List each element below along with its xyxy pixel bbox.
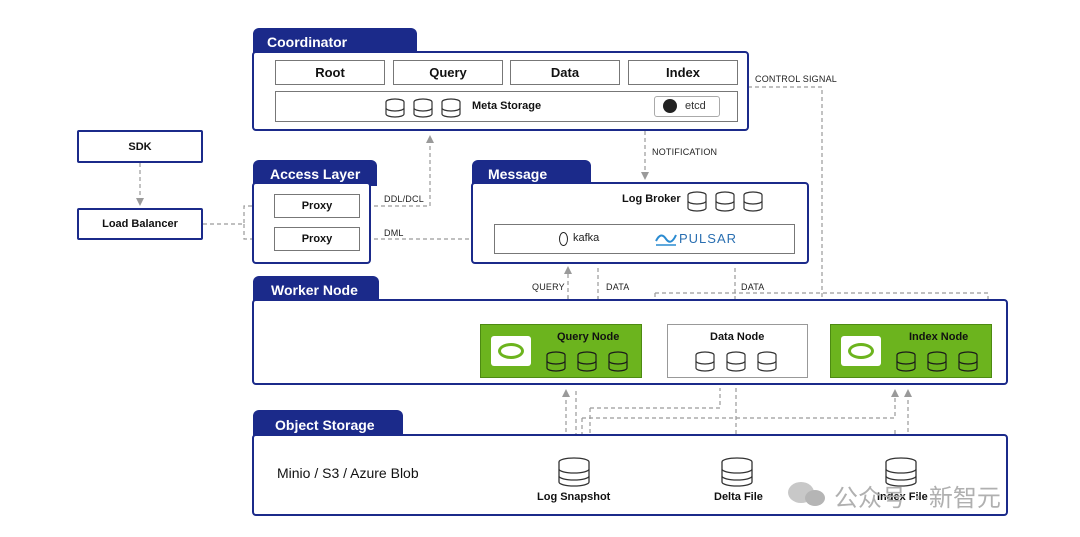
pulsar-label: PULSAR [679,231,738,246]
etcd-icon [663,99,677,113]
database-icon [385,98,461,118]
nvidia-eye-icon [848,343,874,359]
sdk-label: SDK [128,140,152,153]
index-node-label: Index Node [909,331,969,343]
database-icon [885,457,917,487]
database-icon [687,191,763,212]
sdk-box[interactable]: SDK [77,130,203,163]
meta-storage[interactable]: Meta Storage etcd [275,91,738,122]
data-node-label: Data Node [710,331,765,343]
ddl-dcl-label: DDL/DCL [384,194,424,204]
database-icon [546,351,628,372]
delta-file-label: Delta File [714,491,763,503]
database-icon [695,351,777,372]
message-queue-options[interactable]: kafka PULSAR [494,224,795,254]
control-signal-label: CONTROL SIGNAL [755,74,837,84]
kafka-icon [559,232,568,246]
proxy-2[interactable]: Proxy [274,227,360,251]
index-file-label: Index File [877,491,928,503]
proxy-1[interactable]: Proxy [274,194,360,218]
nvidia-eye-icon [498,343,524,359]
meta-storage-label: Meta Storage [472,100,542,112]
index-node[interactable]: Index Node [830,324,992,378]
load-balancer-label: Load Balancer [102,218,178,230]
database-icon [721,457,753,487]
query-node[interactable]: Query Node [480,324,642,378]
data-coordinator[interactable]: Data [510,60,620,85]
message-title: Message [472,160,591,186]
object-storage-panel [252,434,1008,516]
access-layer-title: Access Layer [253,160,377,186]
etcd-label: etcd [685,100,706,112]
database-icon [558,457,590,487]
pulsar-icon [655,234,677,246]
index-coordinator[interactable]: Index [628,60,738,85]
data-label-right: DATA [741,282,765,292]
log-broker-label: Log Broker [622,193,681,205]
dml-label: DML [384,228,404,238]
worker-node-title: Worker Node [253,276,379,302]
wechat-icon-small [805,490,825,506]
data-node[interactable]: Data Node [667,324,808,378]
object-storage-title: Object Storage [253,410,403,438]
load-balancer-box[interactable]: Load Balancer [77,208,203,240]
kafka-label: kafka [573,232,600,244]
query-label: QUERY [532,282,565,292]
notification-label: NOTIFICATION [652,147,718,157]
storage-backends-label: Minio / S3 / Azure Blob [277,465,419,481]
database-icon [896,351,978,372]
root-coordinator[interactable]: Root [275,60,385,85]
watermark-text: 公众号 · 新智元 [834,484,1001,512]
etcd-badge: etcd [654,96,720,117]
coordinator-title: Coordinator [253,28,417,54]
query-node-label: Query Node [557,331,620,343]
query-coordinator[interactable]: Query [393,60,503,85]
log-snapshot-label: Log Snapshot [537,491,611,503]
data-label-left: DATA [606,282,630,292]
